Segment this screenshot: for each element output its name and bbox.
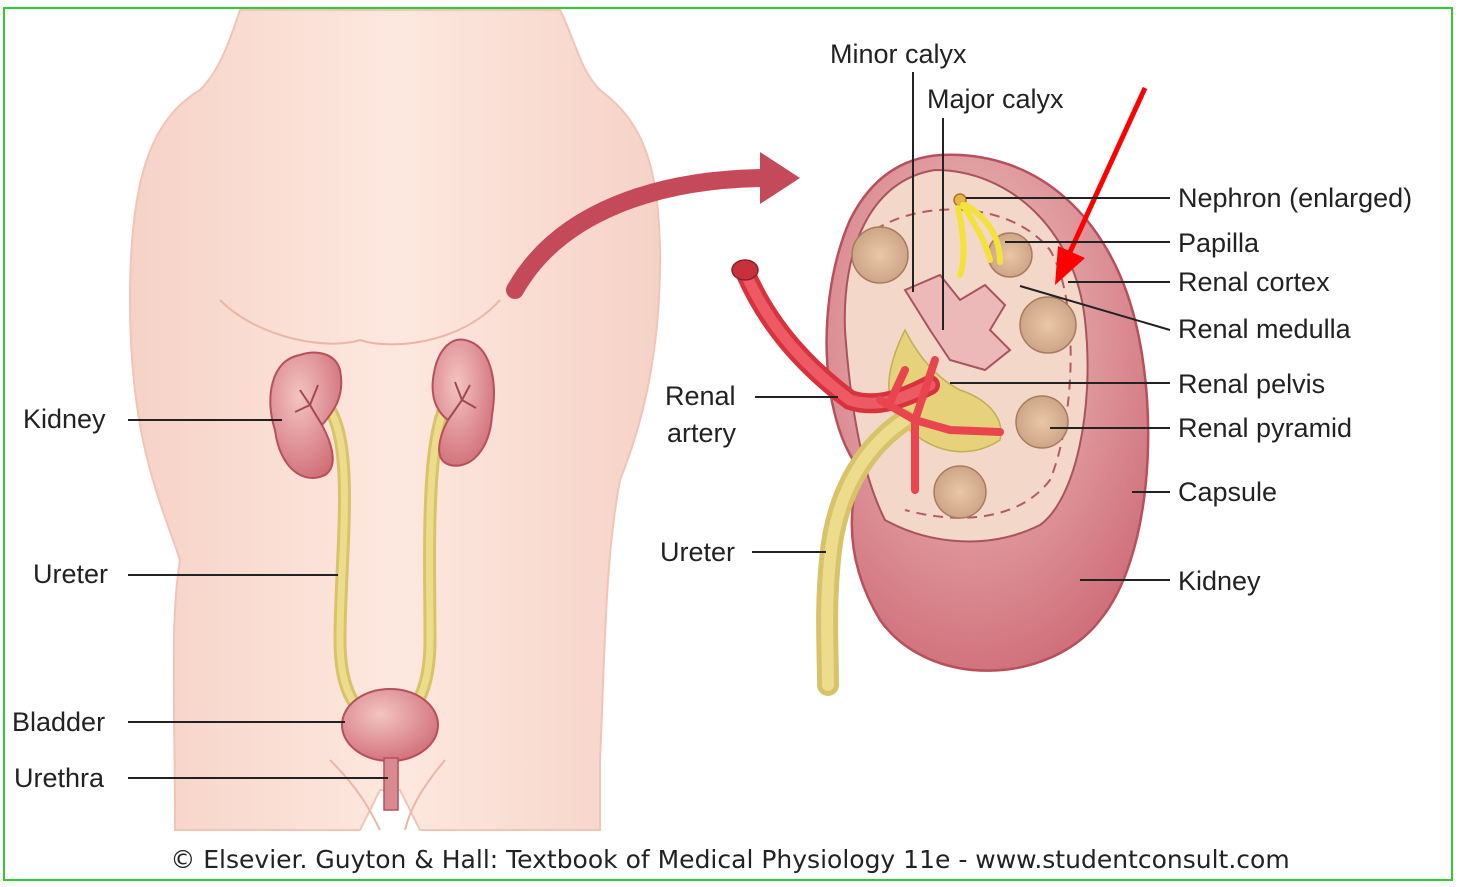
renal-pyramid: [1020, 297, 1076, 353]
right-kidney: [433, 340, 494, 466]
bladder: [342, 689, 438, 761]
renal-pyramid: [852, 227, 908, 283]
label-minor-calyx: Minor calyx: [830, 39, 967, 69]
label-bladder: Bladder: [12, 707, 105, 737]
label-kidney: Kidney: [23, 404, 106, 434]
label-urethra: Urethra: [14, 763, 105, 793]
renal-artery-opening: [732, 260, 758, 280]
label-renal-pelvis: Renal pelvis: [1178, 369, 1325, 399]
label-renal-artery-line1: Renal: [665, 381, 736, 411]
renal-pyramid: [934, 466, 986, 518]
label-major-calyx: Major calyx: [927, 84, 1064, 114]
label-section-kidney: Kidney: [1178, 566, 1261, 596]
label-renal-medulla: Renal medulla: [1178, 314, 1352, 344]
label-nephron: Nephron (enlarged): [1178, 183, 1412, 213]
renal-pyramid: [1016, 396, 1068, 448]
label-section-ureter: Ureter: [660, 537, 735, 567]
label-ureter: Ureter: [33, 559, 108, 589]
label-renal-pyramid: Renal pyramid: [1178, 413, 1352, 443]
pointer-arrow-shaft: [1070, 88, 1145, 252]
label-capsule: Capsule: [1178, 477, 1277, 507]
urethra: [384, 758, 398, 810]
transfer-arrow-head: [760, 152, 800, 204]
caption: © Elsevier. Guyton & Hall: Textbook of M…: [170, 845, 1289, 874]
label-renal-cortex: Renal cortex: [1178, 267, 1330, 297]
label-renal-artery-line2: artery: [667, 418, 737, 448]
label-papilla: Papilla: [1178, 228, 1260, 258]
